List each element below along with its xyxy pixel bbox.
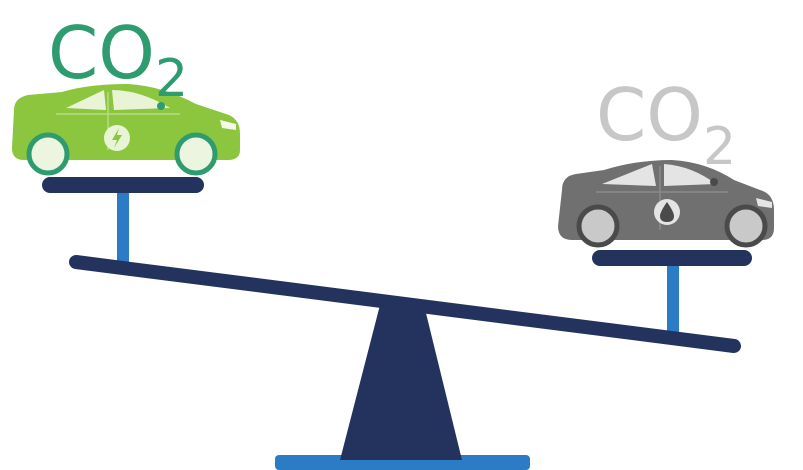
electric-co2-main: CO bbox=[48, 11, 155, 95]
left-support-post bbox=[117, 190, 129, 262]
electric-car-front-wheel bbox=[177, 135, 215, 173]
gas-car bbox=[558, 160, 774, 245]
electric-co2-label: CO2 bbox=[48, 11, 188, 109]
gas-car-mirror bbox=[710, 178, 718, 186]
gas-car-front-wheel bbox=[727, 207, 765, 245]
right-support-post bbox=[667, 262, 679, 332]
electric-car-rear-wheel bbox=[29, 135, 67, 173]
gas-co2-main: CO bbox=[596, 73, 703, 157]
gas-car-rear-wheel bbox=[579, 207, 617, 245]
gas-co2-subscript: 2 bbox=[703, 117, 736, 177]
electric-car bbox=[12, 84, 240, 173]
right-platform bbox=[592, 250, 752, 266]
left-platform bbox=[42, 177, 204, 193]
electric-co2-subscript: 2 bbox=[155, 49, 188, 109]
seesaw-fulcrum bbox=[340, 300, 462, 460]
